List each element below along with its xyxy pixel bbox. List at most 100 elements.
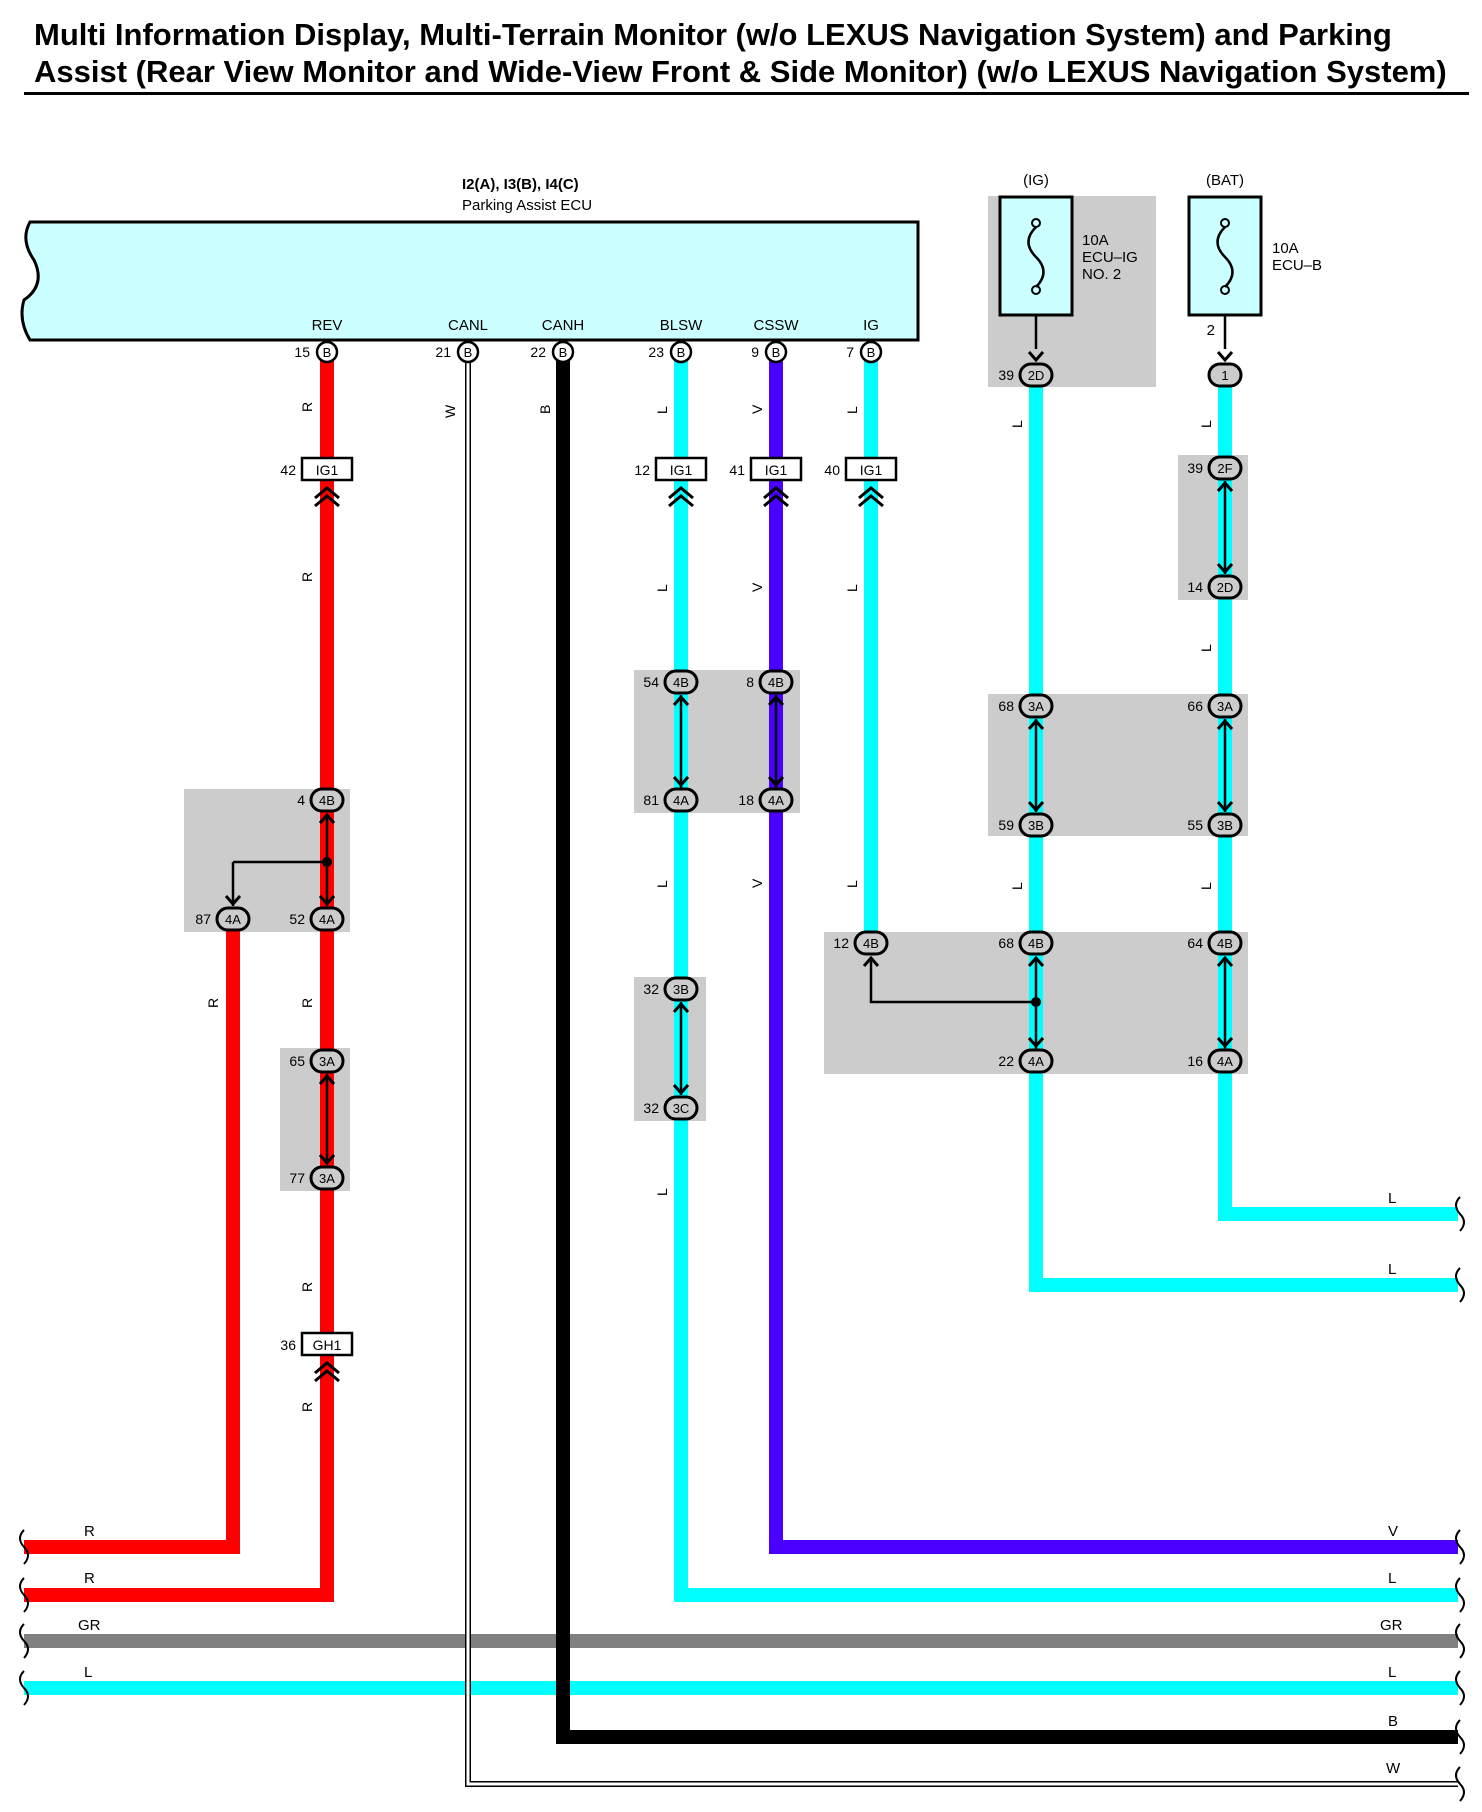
ecu-pin-terminals bbox=[315, 340, 883, 364]
wire-canl-w-inner bbox=[466, 352, 1458, 1786]
pin-label-ig: IG bbox=[863, 317, 879, 334]
connector-pin-number: 4 bbox=[297, 792, 305, 808]
wire-label-b-1: B bbox=[537, 405, 553, 414]
connector-oval bbox=[663, 787, 699, 813]
bus-label-l-left: L bbox=[84, 1664, 92, 1681]
bus-label-l-right-4: L bbox=[1388, 1664, 1396, 1681]
ecu-code: I2(A), I3(B), I4(C) bbox=[462, 176, 579, 193]
connector-oval bbox=[1207, 693, 1243, 719]
connector-pin-number: 8 bbox=[746, 674, 754, 690]
bus-label-r-left-1: R bbox=[84, 1523, 95, 1540]
pin-conn-canl: B bbox=[464, 345, 473, 360]
wire-label-l-6: L bbox=[844, 584, 860, 592]
junction-ig1-42-code: IG1 bbox=[316, 462, 339, 478]
wire-label-l-9: L bbox=[1009, 882, 1025, 890]
connector-code: 4A bbox=[319, 912, 335, 927]
connector-pin-number: 39 bbox=[1187, 460, 1203, 476]
wire-label-v-2: V bbox=[749, 582, 765, 592]
connector-pin-number: 65 bbox=[289, 1053, 305, 1069]
connector-c-4b-8: 4B8 bbox=[746, 669, 794, 706]
connector-code: 3A bbox=[319, 1171, 335, 1186]
connector-oval bbox=[853, 930, 889, 956]
connector-oval bbox=[1018, 362, 1054, 388]
pin-label-cssw: CSSW bbox=[754, 317, 800, 334]
connector-oval bbox=[1207, 812, 1243, 838]
wire-label-l-5: L bbox=[844, 406, 860, 414]
connector-pin-number: 64 bbox=[1187, 935, 1203, 951]
connector-arrow bbox=[318, 812, 336, 824]
wire-label-r-3: R bbox=[299, 998, 315, 1008]
wire-label-r-2: R bbox=[299, 572, 315, 582]
wire-bat-fuse-l bbox=[1218, 375, 1458, 1221]
pin-num-canh: 22 bbox=[530, 344, 546, 360]
pin-conn-cssw: B bbox=[772, 345, 781, 360]
pin-label-canh: CANH bbox=[542, 317, 585, 334]
wire-r-branch bbox=[24, 930, 240, 1554]
connector-oval bbox=[1207, 1048, 1243, 1074]
fuse-bat-rating: 10A bbox=[1272, 240, 1299, 257]
connector-oval bbox=[1018, 812, 1054, 838]
pin-num-blsw: 23 bbox=[648, 344, 664, 360]
wire-label-r-6: R bbox=[205, 998, 221, 1008]
pin-label-blsw: BLSW bbox=[660, 317, 703, 334]
shade-2f-2d bbox=[1178, 455, 1248, 600]
connector-arrow bbox=[224, 895, 242, 907]
connector-arrow bbox=[318, 1154, 336, 1166]
connector-code: 4A bbox=[1028, 1054, 1044, 1069]
connector-code: 3B bbox=[673, 982, 689, 997]
connector-pin-number: 54 bbox=[643, 674, 659, 690]
connector-arrow bbox=[767, 694, 785, 706]
wire-label-l-2: L bbox=[654, 584, 670, 592]
pin-num-canl: 21 bbox=[435, 344, 451, 360]
connector-oval bbox=[1207, 362, 1243, 388]
connector-pin-number: 32 bbox=[643, 1100, 659, 1116]
bus-label-l-right-1: L bbox=[1388, 1190, 1396, 1207]
connector-arrow bbox=[1216, 955, 1234, 967]
wire-canh-b bbox=[556, 352, 1458, 1744]
connector-pin-number: 52 bbox=[289, 911, 305, 927]
connector-arrow bbox=[1216, 718, 1234, 730]
fuse-ig-rating: 10A bbox=[1082, 232, 1109, 249]
connector-code: 1 bbox=[1221, 368, 1228, 383]
title-rule bbox=[24, 92, 1469, 95]
fuse-ig-supply: (IG) bbox=[1023, 172, 1049, 189]
junction-ig1-41 bbox=[749, 456, 803, 508]
junction-ig1-40-num: 40 bbox=[824, 462, 840, 478]
connector-oval bbox=[1018, 693, 1054, 719]
junction-ig1-12 bbox=[654, 456, 708, 508]
connector-code: 4A bbox=[673, 793, 689, 808]
bus-label-gr-left: GR bbox=[78, 1617, 101, 1634]
wire-label-r-4: R bbox=[299, 1282, 315, 1292]
bus-color-labels: R R GR L L L V L GR L B W bbox=[78, 1190, 1403, 1777]
pin-num-cssw: 9 bbox=[751, 344, 759, 360]
connector-code: 3C bbox=[673, 1101, 690, 1116]
connector-pin-number: 12 bbox=[833, 935, 849, 951]
wire-label-l-7: L bbox=[844, 880, 860, 888]
connector-arrow bbox=[1216, 1037, 1234, 1049]
splice-dots bbox=[322, 857, 1041, 1007]
wire-label-l-12: L bbox=[1198, 882, 1214, 890]
connector-oval bbox=[758, 669, 794, 695]
connector-pin-number: 55 bbox=[1187, 817, 1203, 833]
wire-label-v-1: V bbox=[749, 404, 765, 414]
connector-oval bbox=[1207, 930, 1243, 956]
connector-oval bbox=[1018, 930, 1054, 956]
connector-arrow bbox=[767, 776, 785, 788]
connector-code: 3B bbox=[1217, 818, 1233, 833]
connector-c-4b-4: 4B4 bbox=[297, 787, 345, 824]
connector-code: 4B bbox=[863, 936, 879, 951]
fuse-bat-name1: ECU–B bbox=[1272, 257, 1322, 274]
fuse-bat bbox=[1187, 195, 1263, 317]
junction-ig1-42 bbox=[300, 456, 354, 508]
